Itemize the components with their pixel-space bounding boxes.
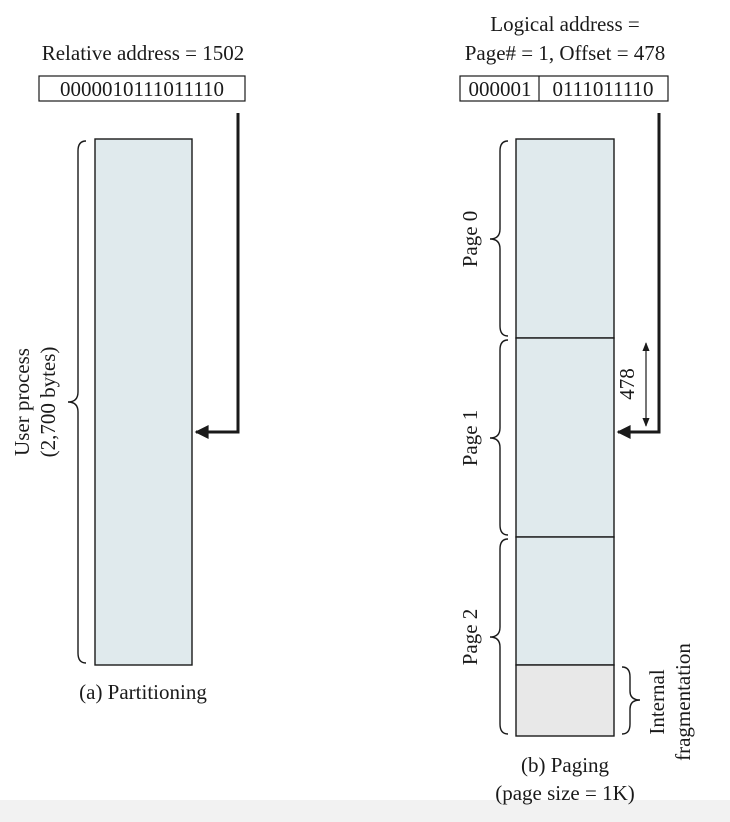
- fragmentation-brace: [621, 666, 641, 735]
- page-0-frame: [515, 138, 615, 339]
- page-1-frame: [515, 337, 615, 538]
- offset-dimension-label: 478: [615, 368, 639, 400]
- logical-address-subtitle: Page# = 1, Offset = 478: [465, 41, 666, 65]
- user-process-brace: [67, 140, 87, 664]
- page-number-bits: 000001: [469, 77, 532, 101]
- logical-address-box: [459, 75, 669, 102]
- relative-address-title: Relative address = 1502: [42, 41, 245, 65]
- partitioning-caption: (a) Partitioning: [79, 680, 207, 704]
- fragmentation-label: Internal: [645, 669, 669, 734]
- user-process-block: [94, 138, 193, 666]
- paging-caption: (b) Paging: [521, 753, 610, 777]
- offset-bits: 0111011110: [552, 77, 653, 101]
- page-0-brace: [489, 140, 509, 337]
- page-2-brace: [489, 538, 509, 735]
- paging-address-arrow: [616, 113, 661, 439]
- page-2-label: Page 2: [458, 609, 482, 666]
- internal-fragmentation-area: [515, 664, 615, 737]
- user-process-size-label: (2,700 bytes): [36, 347, 60, 458]
- page-1-brace: [489, 339, 509, 536]
- relative-address-bits: 0000010111011110: [60, 77, 224, 101]
- paging-caption-detail: (page size = 1K): [495, 781, 635, 805]
- partitioning-panel: Relative address = 1502 0000010111011110…: [10, 41, 246, 704]
- logical-address-title: Logical address =: [490, 12, 639, 36]
- page-2-used: [515, 536, 615, 666]
- user-process-label: User process: [10, 348, 34, 456]
- paging-panel: Logical address = Page# = 1, Offset = 47…: [458, 12, 695, 805]
- page-0-label: Page 0: [458, 211, 482, 268]
- relative-address-box: [38, 75, 246, 102]
- fragmentation-label-2: fragmentation: [671, 643, 695, 761]
- footer-band: [0, 800, 730, 822]
- page-1-label: Page 1: [458, 410, 482, 467]
- partition-address-arrow: [194, 113, 240, 439]
